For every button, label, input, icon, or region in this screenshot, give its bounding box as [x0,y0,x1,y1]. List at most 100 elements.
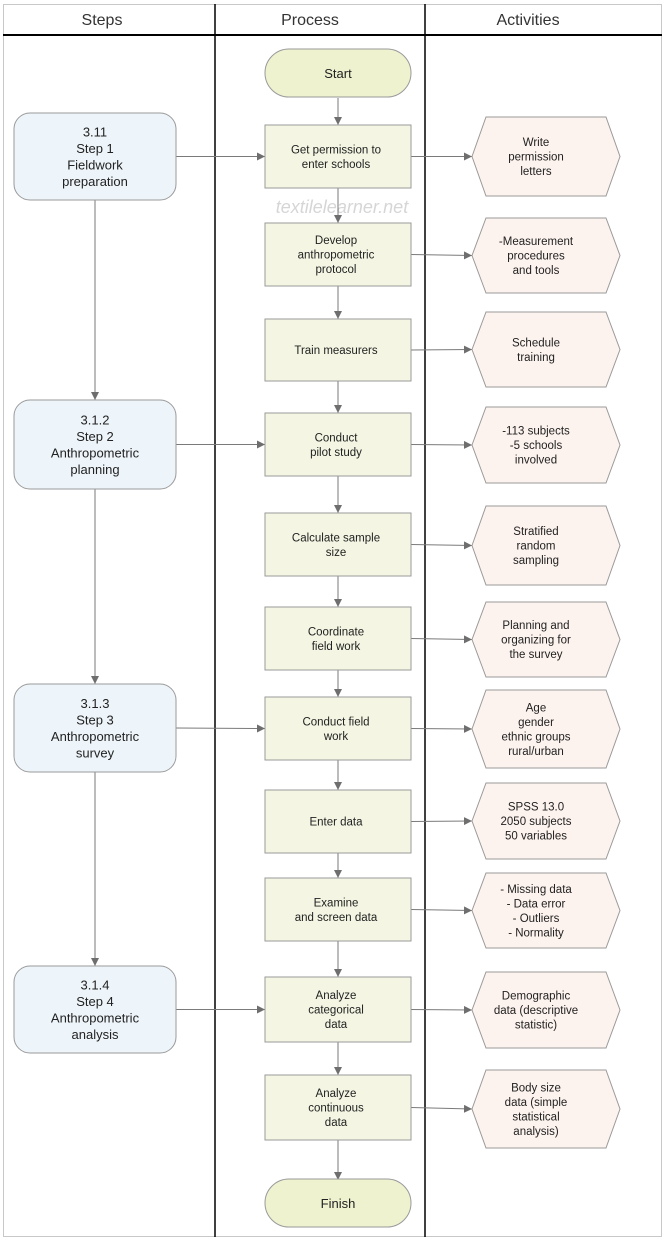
step-label: Step 4 [76,994,114,1009]
step-label: Step 2 [76,429,114,444]
step-to-process-arrow [175,724,266,733]
process-label: Enter data [309,817,363,829]
process-box [264,318,412,382]
finish-terminal-label: Finish [321,1196,356,1211]
process-label: data [325,1019,348,1031]
process-label: and screen data [295,912,378,924]
activity-label: procedures [507,251,565,263]
step-label: Anthropometric [51,729,140,744]
process-box [264,877,412,942]
step-label: 3.1.4 [81,977,110,992]
step-label: survey [76,745,115,760]
activity-label: rural/urban [508,746,564,758]
activity-label: -5 schools [510,440,563,452]
activity-label: letters [520,166,552,178]
process-label: size [326,547,346,559]
activity-label: organizing for [501,635,571,647]
process-label: categorical [308,1005,364,1017]
connectors [91,98,473,1180]
process-label: Conduct field [302,716,369,728]
process-label: anthropometric [298,250,375,262]
activity-label: -113 subjects [502,426,570,438]
activity-hexagon [471,971,621,1049]
activity-label: -Measurement [499,236,574,248]
process-label: pilot study [310,447,362,459]
step-box [13,112,177,201]
process-to-activity-arrow [410,1104,473,1113]
process-label: Analyze [316,1088,357,1100]
header-activities: Activities [496,12,559,29]
activity-hexagon [471,872,621,949]
step-label: 3.1.3 [81,696,110,711]
process-box [264,1074,412,1141]
finish-terminal-shape [264,1178,412,1228]
process-to-activity-arrow [410,251,473,260]
process-box [264,696,412,761]
step-box [13,965,177,1054]
activity-hexagon [471,601,621,678]
activity-label: - Normality [508,927,564,939]
activity-label: gender [518,717,554,729]
activity-label: Body size [511,1082,561,1094]
step-label: analysis [72,1027,119,1042]
activity-label: data (descriptive [494,1005,578,1017]
activity-hexagon [471,689,621,769]
process-box [264,124,412,189]
header-process: Process [281,12,339,29]
process-to-activity-arrow [410,541,473,550]
process-label: field work [312,641,361,653]
process-box [264,976,412,1043]
process-label: Conduct [315,432,359,444]
start-terminal-shape [264,48,412,98]
activity-label: 2050 subjects [501,816,572,828]
activity-label: Write [523,137,550,149]
process-box [264,606,412,671]
process-to-activity-arrow [410,440,473,449]
process-label: work [323,731,349,743]
activity-label: SPSS 13.0 [508,802,564,814]
activity-label: statistical [512,1111,559,1123]
process-label: Examine [314,897,359,909]
step-label: Fieldwork [67,157,123,172]
activity-label: Demographic [502,991,571,1003]
activity-label: statistic) [515,1020,557,1032]
step-label: 3.11 [83,124,107,139]
activity-hexagon [471,217,621,294]
activity-label: Stratified [513,526,558,538]
step-label: Step 3 [76,712,114,727]
process-label: Coordinate [308,626,364,638]
process-label: Calculate sample [292,532,380,544]
step-label: Anthropometric [51,1010,140,1025]
process-label: data [325,1117,348,1129]
activity-label: the survey [509,649,562,661]
activity-label: - Outliers [513,913,560,925]
header-steps: Steps [82,12,123,29]
step-box [13,399,177,490]
activity-hexagon [471,1069,621,1149]
activity-label: data (simple [505,1097,568,1109]
activity-label: training [517,352,555,364]
process-label: Train measurers [294,345,378,357]
activity-label: random [517,541,556,553]
activity-hexagon [471,311,621,388]
activity-label: - Data error [507,898,566,910]
process-to-activity-arrow [410,724,473,733]
activity-label: involved [515,455,557,467]
process-box [264,512,412,577]
activity-label: - Missing data [500,884,572,896]
process-label: Analyze [316,990,357,1002]
process-label: continuous [308,1103,364,1115]
process-to-activity-arrow [410,345,473,354]
process-to-activity-arrow [410,1005,473,1014]
process-label: Get permission to [291,144,381,156]
activity-hexagon [471,782,621,860]
activity-label: permission [508,152,564,164]
step-box [13,683,177,773]
activity-label: and tools [513,265,560,277]
step-label: 3.1.2 [81,412,110,427]
start-terminal-label: Start [324,66,352,81]
process-label: Develop [315,235,357,247]
process-to-activity-arrow [410,635,473,644]
